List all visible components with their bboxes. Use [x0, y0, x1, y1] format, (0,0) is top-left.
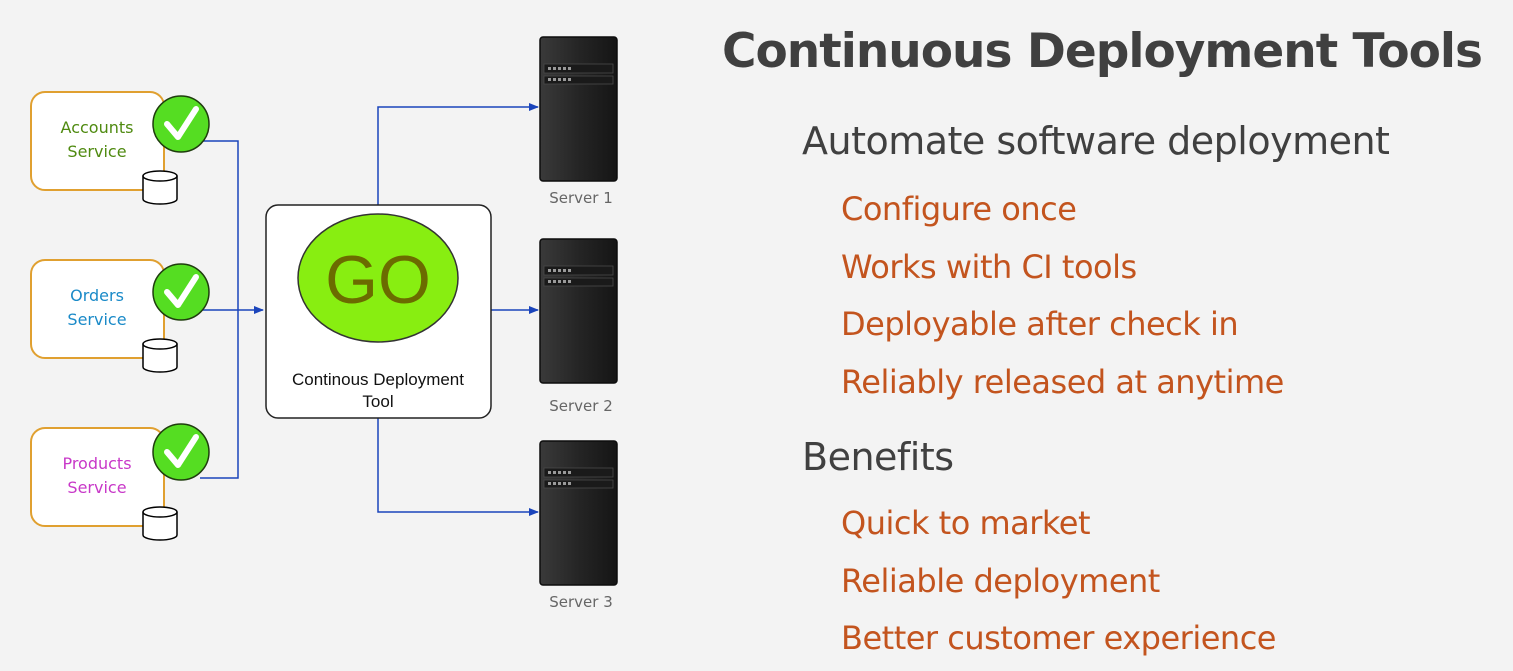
tool-name: Continous Deployment	[292, 370, 464, 389]
connector-accounts	[200, 140, 239, 310]
service-name: Products	[62, 454, 131, 473]
bullet-reliably-released: Reliably released at anytime	[841, 363, 1284, 401]
server-tower-icon	[539, 440, 618, 586]
service-name-suffix: Service	[67, 478, 126, 497]
service-name: Orders	[70, 286, 124, 305]
bullet-customer-experience: Better customer experience	[841, 619, 1276, 657]
database-icon	[142, 338, 178, 373]
server-label: Server 3	[549, 593, 613, 611]
bullet-works-with-ci: Works with CI tools	[841, 248, 1137, 286]
service-name: Accounts	[61, 118, 134, 137]
bullet-configure-once: Configure once	[841, 190, 1077, 228]
connector-products	[200, 310, 239, 479]
server-tower-icon	[539, 36, 618, 182]
connector-server-1	[377, 103, 539, 205]
service-orders: Orders Service	[30, 259, 210, 373]
server-2: Server 2	[539, 238, 618, 415]
bullet-reliable-deployment: Reliable deployment	[841, 562, 1160, 600]
check-icon	[152, 423, 210, 481]
tool-name-suffix: Tool	[362, 392, 393, 411]
connectors	[200, 103, 539, 516]
server-1: Server 1	[539, 36, 618, 207]
service-name-suffix: Service	[67, 310, 126, 329]
server-tower-icon	[539, 238, 618, 384]
database-icon	[142, 170, 178, 205]
section-heading-benefits: Benefits	[802, 435, 954, 479]
slide-title: Continuous Deployment Tools	[722, 24, 1483, 79]
check-icon	[152, 95, 210, 153]
connector-server-3	[377, 418, 539, 516]
bullet-deployable: Deployable after check in	[841, 305, 1239, 343]
check-icon	[152, 263, 210, 321]
deployment-diagram: Accounts Service Orders Service Products…	[30, 36, 618, 611]
go-label: GO	[325, 242, 431, 318]
service-accounts: Accounts Service	[30, 91, 210, 205]
deployment-tool: GO Continous Deployment Tool	[265, 204, 492, 419]
server-3: Server 3	[539, 440, 618, 611]
server-label: Server 1	[549, 189, 613, 207]
bullet-quick-to-market: Quick to market	[841, 504, 1091, 542]
section-heading-automate: Automate software deployment	[802, 119, 1390, 163]
server-label: Server 2	[549, 397, 613, 415]
service-name-suffix: Service	[67, 142, 126, 161]
service-box	[30, 427, 165, 527]
service-products: Products Service	[30, 423, 210, 541]
go-logo-icon: GO	[297, 213, 459, 343]
database-icon	[142, 506, 178, 541]
